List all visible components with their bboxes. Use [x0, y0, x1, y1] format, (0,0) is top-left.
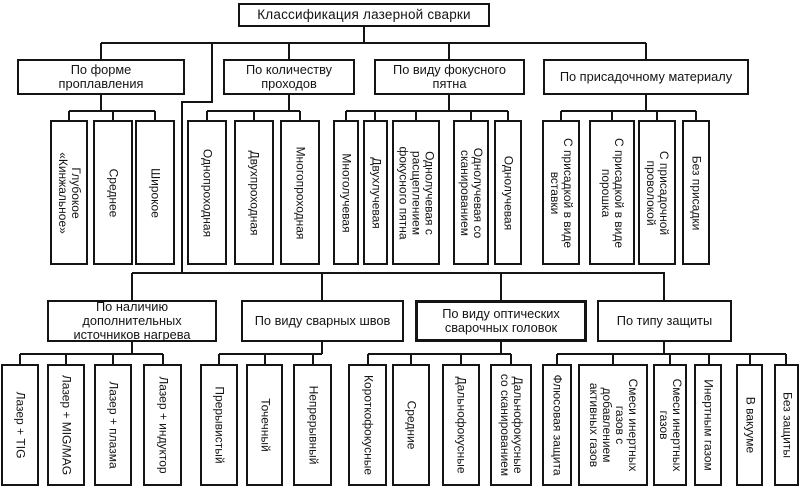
leaf-intermittent: Прерывистый — [200, 364, 238, 486]
leaf-filler-powder: С присадкой в виде порошка — [589, 120, 635, 265]
leaf-label: Однопроходная — [200, 148, 215, 237]
leaf-label: С присадкой в виде вставки — [548, 137, 575, 248]
leaf-label: Широкое — [148, 167, 163, 218]
leaf-single-beam: Однолучевая — [494, 120, 522, 265]
leaf-label: Многопроходная — [293, 146, 308, 239]
leaf-medium: Среднее — [93, 120, 133, 265]
leaf-spot: Точечный — [246, 364, 283, 486]
leaf-label: С присадкой в виде порошка — [599, 137, 626, 248]
header-focal-spot: По виду фокусного пятна — [374, 59, 525, 95]
leaf-laser-mig-mag: Лазер + MIG/MAG — [47, 364, 85, 486]
leaf-label: Однолучевая с расщеплением фокусного пят… — [396, 145, 437, 239]
leaf-label: Флюсовая защита — [550, 374, 565, 476]
leaf-label: Среднее — [106, 168, 121, 217]
header-label: По виду фокусного пятна — [393, 62, 506, 91]
root-title-label: Классификация лазерной сварки — [257, 6, 471, 22]
leaf-label: Без присадки — [689, 155, 704, 230]
leaf-label: Смеси инертных газов с добавлением актив… — [587, 378, 640, 472]
leaf-single-beam-scan: Однолучевая со сканированием — [453, 120, 489, 265]
leaf-label: Лазер + MIG/MAG — [59, 374, 74, 476]
leaf-laser-tig: Лазер + TIG — [1, 364, 39, 486]
leaf-label: Дальнофокусные — [454, 376, 469, 474]
leaf-short-focus: Короткофокусные — [348, 364, 387, 486]
header-filler-material: По присадочному материалу — [543, 59, 749, 95]
leaf-multi-beam: Многолучевая — [333, 120, 359, 265]
leaf-inert-active-mix: Смеси инертных газов с добавлением актив… — [578, 364, 648, 486]
header-penetration-form: По форме проплавления — [17, 59, 185, 95]
leaf-label: Лазер + TIG — [13, 391, 28, 459]
header-label: По наличию дополнительных источников наг… — [73, 299, 191, 342]
header-label: По виду сварных швов — [254, 313, 391, 329]
leaf-two-beam: Двухлучевая — [363, 120, 388, 265]
leaf-label: Прерывистый — [212, 386, 227, 464]
leaf-continuous: Непрерывный — [293, 364, 332, 486]
leaf-medium-focus: Средние — [392, 364, 430, 486]
leaf-flux-shield: Флюсовая защита — [542, 364, 572, 486]
header-optical-heads: По виду оптических сварочных головок — [415, 300, 587, 342]
leaf-inert-gas: Инертным газом — [694, 364, 722, 486]
leaf-label: Точечный — [257, 398, 272, 452]
leaf-filler-wire: С присадочной проволокой — [638, 120, 676, 265]
header-label: По форме проплавления — [58, 62, 144, 91]
leaf-inert-mix: Смеси инертных газов — [653, 364, 687, 486]
leaf-filler-insert: С присадкой в виде вставки — [542, 120, 580, 265]
leaf-single-beam-split: Однолучевая с расщеплением фокусного пят… — [392, 120, 440, 265]
leaf-label: Лазер + плазма — [106, 381, 121, 469]
leaf-two-pass: Двухпроходная — [234, 120, 274, 265]
leaf-label: Без защиты — [779, 392, 794, 458]
leaf-long-focus: Дальнофокусные — [442, 364, 480, 486]
leaf-laser-inductor: Лазер + индуктор — [143, 364, 182, 486]
leaf-label: Лазер + индуктор — [155, 376, 170, 474]
leaf-single-pass: Однопроходная — [187, 120, 227, 265]
leaf-laser-plasma: Лазер + плазма — [94, 364, 132, 486]
leaf-label: Дальнофокусные со сканированием — [498, 373, 525, 477]
leaf-label: Короткофокусные — [360, 374, 375, 476]
leaf-label: Однолучевая со сканированием — [458, 147, 485, 238]
leaf-label: Инертным газом — [701, 379, 716, 471]
header-weld-seam-type: По виду сварных швов — [241, 300, 404, 342]
leaf-deep-dagger: Глубокое «Кинжальное» — [50, 120, 88, 265]
header-pass-count: По количеству проходов — [223, 59, 355, 95]
leaf-vacuum: В вакууме — [736, 364, 763, 486]
root-title: Классификация лазерной сварки — [238, 3, 490, 27]
leaf-wide: Широкое — [135, 120, 175, 265]
leaf-label: Однолучевая — [501, 155, 516, 230]
leaf-label: Двухпроходная — [247, 149, 262, 236]
header-label: По количеству проходов — [245, 62, 333, 91]
header-label: По типу защиты — [616, 313, 713, 329]
leaf-label: Средние — [404, 400, 419, 450]
header-label: По присадочному материалу — [559, 69, 733, 85]
header-label: По виду оптических сварочных головок — [442, 306, 560, 335]
header-extra-heat-sources: По наличию дополнительных источников наг… — [47, 300, 217, 342]
leaf-label: Непрерывный — [305, 385, 320, 465]
leaf-no-shield: Без защиты — [774, 364, 799, 486]
leaf-long-focus-scan: Дальнофокусные со сканированием — [490, 364, 532, 486]
leaf-label: С присадочной проволокой — [644, 150, 671, 235]
leaf-label: Многолучевая — [339, 152, 354, 233]
leaf-label: Смеси инертных газов — [657, 378, 684, 472]
leaf-label: Двухлучевая — [368, 156, 383, 229]
leaf-label: Глубокое «Кинжальное» — [56, 151, 83, 234]
header-shielding-type: По типу защиты — [597, 300, 732, 342]
leaf-no-filler: Без присадки — [682, 120, 710, 265]
leaf-multi-pass: Многопроходная — [280, 120, 320, 265]
leaf-label: В вакууме — [742, 396, 757, 454]
